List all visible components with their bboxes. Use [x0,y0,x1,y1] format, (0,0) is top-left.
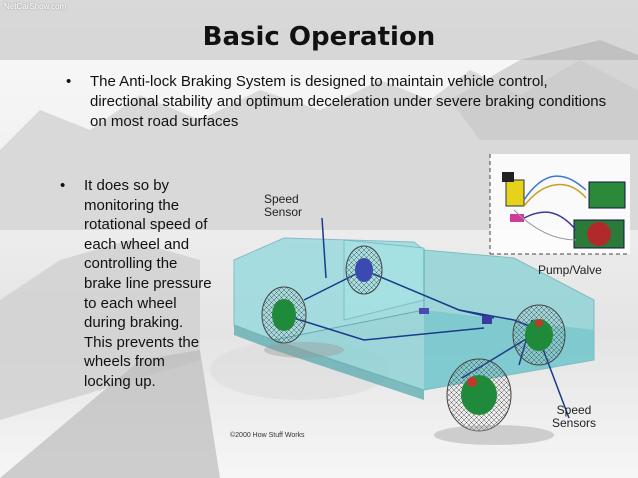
abs-diagram [233,154,630,445]
bullet-marker: • [66,73,72,90]
label-pump-valve: Pump/Valve [538,263,602,277]
bullet-item: • It does so by monitoring the rotationa… [60,176,214,392]
wheel-front-right [512,304,566,366]
watermark: NetCarShow.com [4,2,67,11]
bullet-item: • The Anti-lock Braking System is design… [66,72,610,132]
wheel-rear-left [261,286,307,344]
bullet-text: It does so by monitoring the rotational … [84,177,212,390]
slide-title: Basic Operation [202,22,436,52]
bullet-marker: • [60,177,66,194]
wheel-front-left [446,358,512,432]
wheel-rear-right [345,245,383,295]
label-speed-sensor: Speed Sensor [264,193,302,219]
label-line: Sensor [264,205,303,219]
label-speed-sensors: Speed Sensors [552,404,596,430]
copyright-text: ©2000 How Stuff Works [230,432,305,439]
bullet-text: The Anti-lock Braking System is designed… [90,73,607,130]
label-line: Sensors [552,416,597,430]
pump-valve-inset [489,154,630,255]
label-line: Speed [264,192,299,206]
label-line: Speed [556,403,592,417]
